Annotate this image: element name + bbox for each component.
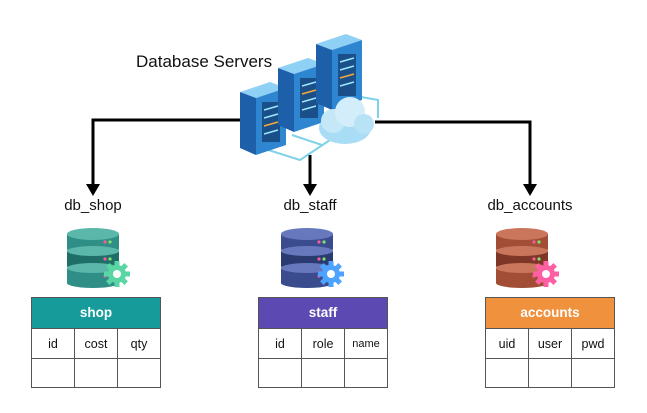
diagram-title: Database Servers	[136, 52, 273, 71]
table-columns-row: uid user pwd	[486, 329, 614, 359]
table-cell	[572, 359, 614, 387]
column-header: role	[302, 329, 345, 358]
column-header: id	[32, 329, 75, 358]
arrowhead-db-shop	[86, 184, 100, 196]
table-cell	[259, 359, 302, 387]
server-rack-icon	[240, 34, 362, 155]
gear-icon	[318, 261, 344, 287]
arrowhead-db-accounts	[523, 184, 537, 196]
arrow-to-db-shop	[91, 118, 243, 186]
cloud-icon	[319, 97, 374, 144]
column-header: uid	[486, 329, 529, 358]
table-cell	[529, 359, 572, 387]
column-header: id	[259, 329, 302, 358]
table-empty-row	[486, 359, 614, 387]
column-header: pwd	[581, 336, 605, 351]
database-icon	[496, 228, 559, 288]
table-header: shop	[32, 298, 160, 329]
column-header: user	[529, 329, 572, 358]
database-icon	[67, 228, 130, 288]
column-header: name	[352, 337, 380, 350]
column-header: qty	[130, 336, 148, 351]
table-empty-row	[32, 359, 160, 387]
table-cell	[118, 359, 160, 387]
table-header: accounts	[486, 298, 614, 329]
gear-icon	[533, 261, 559, 287]
gear-icon	[104, 261, 130, 287]
table-columns-row: id role name	[259, 329, 387, 359]
table-shop: shop id cost qty	[31, 297, 161, 388]
db-name-accounts: db_accounts	[487, 197, 573, 214]
db-name-staff: db_staff	[283, 197, 337, 214]
table-cell	[486, 359, 529, 387]
table-columns-row: id cost qty	[32, 329, 160, 359]
table-staff: staff id role name	[258, 297, 388, 388]
column-header: cost	[75, 329, 118, 358]
table-cell	[75, 359, 118, 387]
arrow-to-db-accounts	[375, 120, 532, 186]
db-name-shop: db_shop	[64, 197, 122, 214]
database-icon	[281, 228, 344, 288]
arrowhead-db-staff	[303, 184, 317, 196]
table-empty-row	[259, 359, 387, 387]
table-cell	[32, 359, 75, 387]
table-header: staff	[259, 298, 387, 329]
table-cell	[345, 359, 387, 387]
table-cell	[302, 359, 345, 387]
table-accounts: accounts uid user pwd	[485, 297, 615, 388]
